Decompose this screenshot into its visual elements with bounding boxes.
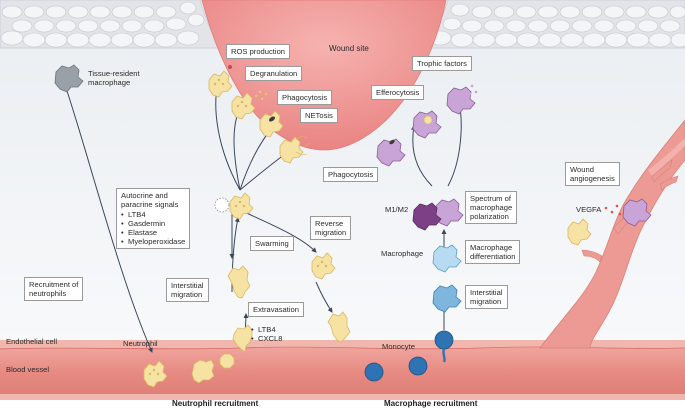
vessel-wall-bottom [0,394,685,400]
ros-dot [228,65,232,69]
monocyte-tail [442,348,446,363]
neutrophil-reverse-1 [311,252,336,280]
angiogenic-sprout-upper [648,138,685,176]
monocyte-vessel-1 [364,362,384,382]
bacterium-neutrophil [268,116,276,122]
vegfa-label: VEGFA [576,205,602,214]
neutrophil-interstitial [227,265,251,299]
extravasation-list: LTB4 CXCL8 [251,325,282,343]
monocyte-extravasating [434,330,454,350]
monocyte-interstitial [432,284,462,313]
macrophages [376,86,652,227]
neutrophil-reverse-2 [327,311,351,343]
endothelial-cell-label: Endothelial cell [6,337,58,346]
macrophage-label: Macrophage [381,249,424,258]
autocrine-signals-box: Autocrine and paracrine signals LTB4 Gas… [116,188,191,249]
trophic-factors-box: Trophic factors [412,56,472,71]
monocyte-vessel-2 [408,356,428,376]
neutrophil-label: Neutrophil [123,339,158,348]
endothelium [0,340,685,350]
phagocytosis-neutrophil-box: Phagocytosis [277,90,333,105]
swarm-circle [214,197,230,213]
neutrophil-degranulation [231,92,256,120]
vegfa-dots [604,204,622,216]
autocrine-item: Myeloperoxidase [121,237,185,246]
efferocytosis-box: Efferocytosis [371,85,425,100]
macrophage-m1 [412,202,442,231]
neutrophil-phagocytosis [259,110,284,138]
neutrophil-ros [208,70,233,98]
tissue-resident-macrophage [54,64,84,93]
neutrophils [143,70,592,388]
macrophage-trophic [446,86,476,115]
bacterium-macrophage [389,139,395,145]
monocytes [364,330,454,382]
blood-vessel [0,348,685,398]
neutrophil-vessel-2 [191,359,215,384]
efferocytosed-cell [423,115,433,125]
macrophage-recruitment-title: Macrophage recruitment [384,399,478,408]
wound-angiogenesis-box: Wound angiogenesis [565,162,620,186]
autocrine-item: Gasdermin [121,219,185,228]
macrophage-m2 [434,198,464,227]
swarming-box: Swarming [250,236,294,251]
spectrum-box: Spectrum of macrophage polarization [465,191,518,224]
interstitial-neutrophil-box: Interstitial migration [166,278,209,302]
extravasation-box: Extravasation [248,302,305,317]
autocrine-title: Autocrine and paracrine signals [121,191,179,209]
blood-vessel-label: Blood vessel [6,365,50,374]
net-strands [295,135,311,156]
interstitial-macrophage-box: Interstitial migration [465,285,508,309]
neutrophil-granules [148,78,328,376]
neutrophil-angiogenesis [567,218,592,246]
autocrine-item: Elastase [121,228,185,237]
degranulation-box: Degranulation [245,66,303,81]
macrophage-differentiation-box: Macrophage differentiation [465,240,521,264]
angiogenic-sprout [539,119,685,349]
degranulation-granules [254,90,268,101]
macrophage-efferocytosis [412,110,442,139]
wound-site-label: Wound site [329,44,369,53]
autocrine-item: LTB4 [121,210,185,219]
neutrophil-extravasating [232,324,253,353]
ros-production-box: ROS production [226,44,291,59]
reverse-migration-box: Reverse migration [310,216,352,240]
neutrophil-netosis [279,136,304,164]
neutrophil-swarm-center [229,192,254,220]
macrophage-angiogenesis [622,198,652,227]
macrophage-differentiating [432,244,462,273]
tissue-resident-label: Tissue-resident macrophage [88,69,140,87]
neutrophil-vessel-1 [143,360,168,388]
trophic-granules [468,84,478,96]
neutrophil-vessel-3 [219,353,235,369]
autocrine-list: LTB4 Gasdermin Elastase Myeloperoxidase [121,210,185,246]
neutrophil-recruitment-title: Neutrophil recruitment [172,399,259,408]
epidermis-right-cells [428,3,685,48]
m1m2-label: M1/M2 [385,205,409,214]
recruitment-neutrophils-box: Recruitment of neutrophils [24,277,84,301]
monocyte-label: Monocyte [382,342,415,351]
extravasation-item: CXCL8 [251,334,282,343]
phagocytosis-macrophage-box: Phagocytosis [323,167,379,182]
extravasation-item: LTB4 [251,325,282,334]
netosis-box: NETosis [300,108,338,123]
epidermis-left-cells [0,1,205,48]
